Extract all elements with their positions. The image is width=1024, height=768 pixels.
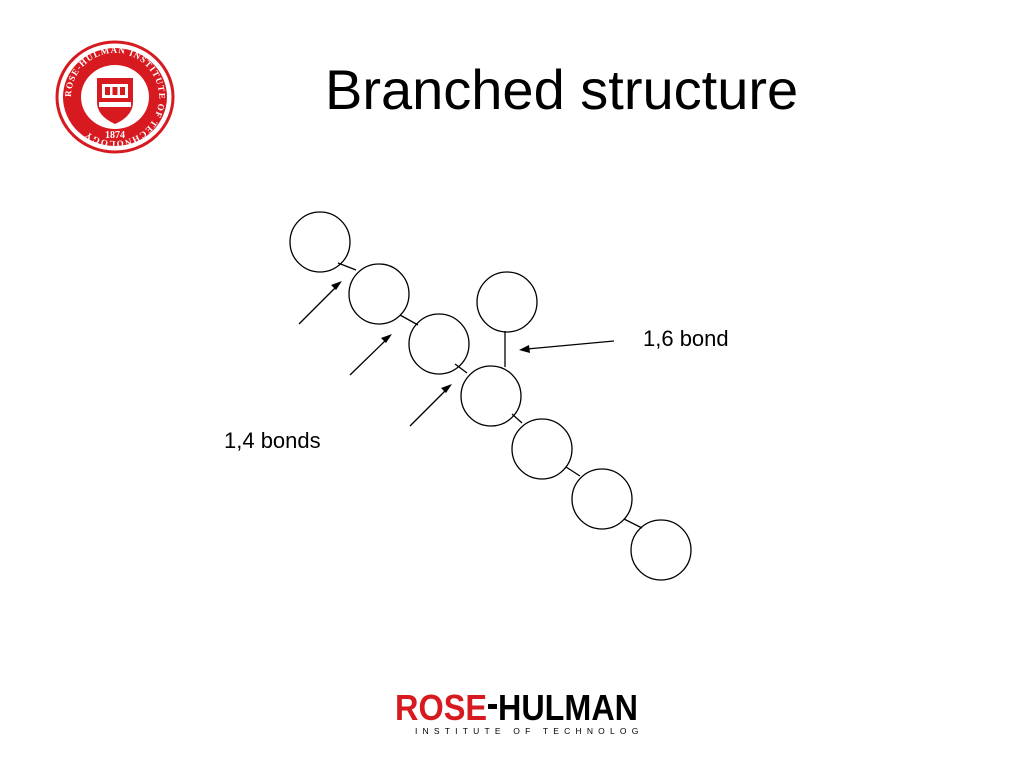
branch-glucose-unit [476,271,538,333]
bond-line [623,518,643,529]
glucose-unit [289,211,351,273]
glucose-unit [571,468,633,530]
rose-hulman-wordmark-logo: ROSE HULMAN INSTITUTE OF TECHNOLOGY [395,688,640,736]
label-1-4-bonds: 1,4 bonds [224,428,321,453]
bond-line [565,466,581,477]
glucose-unit [348,263,410,325]
label-1-6-bond: 1,6 bond [643,326,729,351]
wordmark-subtitle: INSTITUTE OF TECHNOLOGY [415,726,640,736]
arrowhead-icon [441,384,452,393]
arrow-line [526,340,615,350]
arrowhead-icon [381,334,392,343]
arrow-line [298,285,338,325]
glucose-unit [460,365,522,427]
bond-line [454,363,468,374]
arrow-line [409,388,448,427]
seal-year: 1874 [105,130,125,141]
arrow-line [349,338,388,376]
bond-line [399,314,419,326]
rose-hulman-seal-logo: ROSE-HULMAN INSTITUTE OF TECHNOLOGY 1874 [55,40,175,154]
glucose-unit [511,418,573,480]
svg-text:HULMAN: HULMAN [498,688,638,728]
slide-title: Branched structure [325,58,799,121]
glucose-unit [408,313,470,375]
svg-text:ROSE: ROSE [395,688,487,728]
glucose-unit [630,519,692,581]
arrowhead-icon [519,345,530,353]
arrowhead-icon [331,281,342,290]
